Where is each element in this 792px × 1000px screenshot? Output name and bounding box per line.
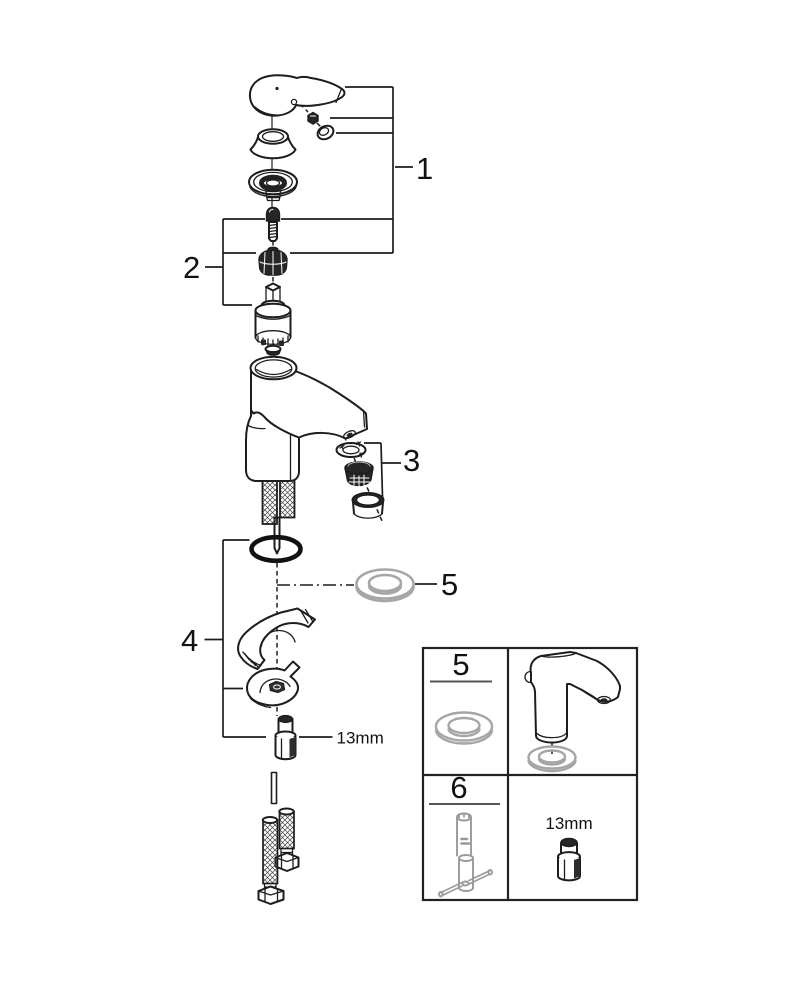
callout-5-label: 5 [441, 567, 458, 602]
clamp-plate [246, 660, 301, 709]
escutcheon-ring [249, 128, 297, 160]
faucet-body [245, 355, 368, 482]
callout-1-label: 1 [416, 151, 433, 186]
inset-cell-faucet [524, 651, 621, 773]
callout-1-bracket [330, 86, 413, 253]
inset-box [421, 646, 639, 902]
socket-wrench-tool [438, 812, 493, 898]
callout-4-label: 4 [181, 623, 198, 658]
callout-4-bracket [204, 539, 333, 738]
inset-cell-stud: 13mm [545, 814, 593, 882]
handle-lever [248, 74, 346, 117]
inset-cell-tool: 6 [429, 770, 500, 898]
inset-cell-washer: 5 [430, 647, 494, 745]
aerator-washer [335, 441, 367, 458]
callout-2-bracket [205, 218, 393, 306]
inset-washer-ring [434, 711, 494, 745]
inset-faucet-washer [527, 745, 577, 773]
cartridge-screw-icon [265, 206, 281, 242]
callout-2-label: 2 [183, 250, 200, 285]
mounting-nut-ring [248, 168, 298, 202]
callout-3-label: 3 [403, 443, 420, 478]
inset-stud-size-label: 13mm [545, 814, 592, 833]
connection-rod [270, 771, 278, 805]
cartridge [254, 282, 292, 356]
inset-washer-label: 5 [452, 647, 469, 682]
mini-faucet [524, 651, 621, 754]
inset-tool-label: 6 [450, 770, 467, 805]
mounting-stud [274, 714, 297, 761]
cartridge-adapter-icon [258, 246, 288, 276]
inset-stud [557, 837, 581, 882]
grub-screw-icon [307, 111, 319, 125]
aerator-housing [351, 492, 385, 519]
supply-hose [261, 476, 296, 555]
stud-size-label: 13mm [337, 729, 384, 748]
mounting-wedge [237, 607, 316, 670]
cap-plug-icon [316, 124, 335, 141]
hose-set [257, 807, 300, 905]
aerator-insert [344, 461, 374, 487]
washer-ring [355, 568, 415, 603]
o-ring [249, 534, 303, 564]
